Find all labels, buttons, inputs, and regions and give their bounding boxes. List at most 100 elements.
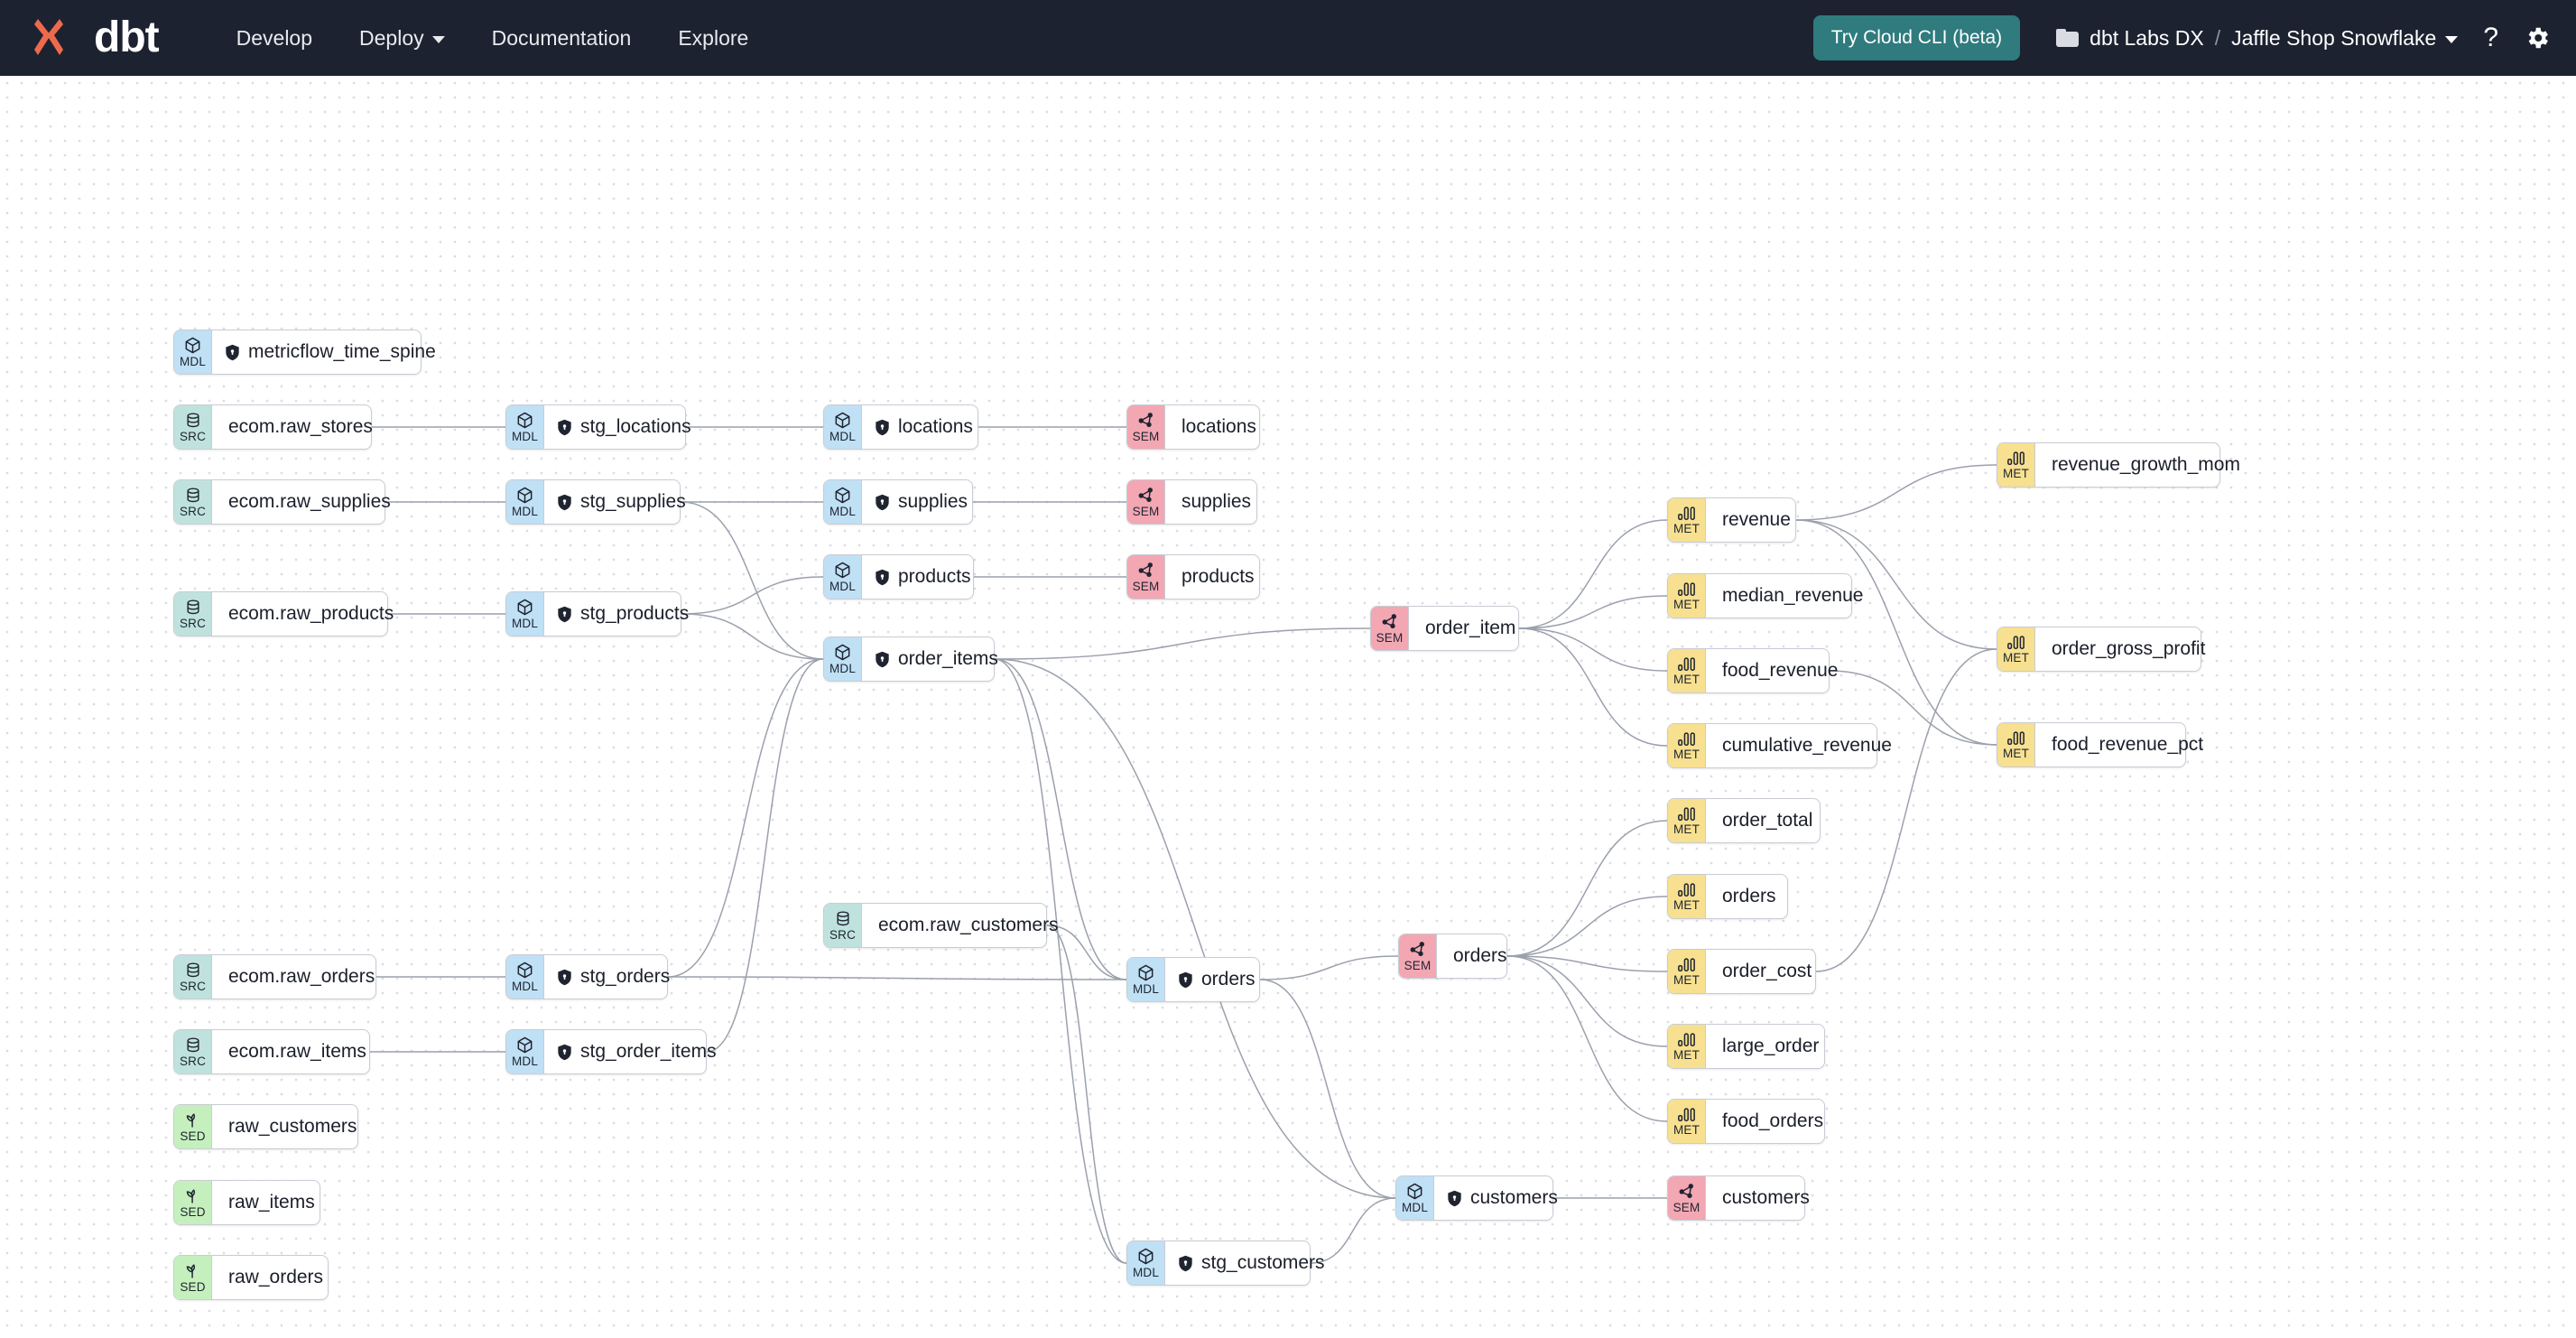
- graph-node-label: ecom.raw_supplies: [228, 491, 391, 512]
- top-navigation-bar: dbt Develop Deploy Documentation Explore…: [0, 0, 2576, 76]
- help-icon[interactable]: ?: [2483, 23, 2498, 52]
- graph-node-order_item_sem[interactable]: SEM order_item: [1370, 606, 1519, 651]
- graph-node-stg_products[interactable]: MDL stg_products: [505, 591, 689, 636]
- graph-node-food_revenue_pct[interactable]: MET food_revenue_pct: [1997, 722, 2203, 767]
- graph-edge: [680, 501, 824, 660]
- graph-edge: [1518, 627, 1668, 747]
- graph-node-label: orders: [1201, 969, 1256, 990]
- node-label-wrap: food_orders: [1706, 1100, 1839, 1143]
- node-type-label: SEM: [1404, 959, 1432, 973]
- graph-node-label: ecom.raw_orders: [228, 966, 375, 987]
- graph-node-label: stg_products: [580, 603, 690, 624]
- model-badge: MDL: [824, 637, 862, 681]
- node-label-wrap: stg_locations: [544, 405, 708, 449]
- model-badge: MDL: [506, 592, 544, 636]
- graph-node-label: ecom.raw_products: [228, 603, 394, 624]
- model-badge: MDL: [506, 480, 544, 524]
- model-badge: MDL: [1127, 1241, 1165, 1285]
- node-type-label: SRC: [179, 980, 207, 994]
- graph-node-label: ecom.raw_items: [228, 1041, 366, 1062]
- breadcrumb-account[interactable]: dbt Labs DX: [2090, 25, 2204, 50]
- model-badge: MDL: [174, 330, 212, 374]
- graph-edge: [1518, 519, 1668, 629]
- nav-link-develop[interactable]: Develop: [236, 26, 312, 51]
- graph-node-label: order_total: [1722, 810, 1813, 831]
- lineage-edges: [370, 426, 1997, 1264]
- node-label-wrap: raw_items: [212, 1181, 331, 1224]
- graph-node-label: order_cost: [1722, 961, 1812, 981]
- graph-node-label: cumulative_revenue: [1722, 735, 1892, 756]
- try-cloud-cli-button[interactable]: Try Cloud CLI (beta): [1812, 15, 2021, 60]
- nav-link-documentation[interactable]: Documentation: [492, 26, 632, 51]
- node-label-wrap: ecom.raw_items: [212, 1030, 383, 1073]
- graph-node-ecom.raw_orders[interactable]: SRC ecom.raw_orders: [173, 954, 376, 999]
- node-label-wrap: locations: [1165, 405, 1273, 449]
- nav-link-explore[interactable]: Explore: [678, 26, 748, 51]
- gear-icon[interactable]: [2524, 24, 2551, 51]
- node-type-label: SEM: [1132, 580, 1160, 594]
- graph-node-label: large_order: [1722, 1036, 1820, 1056]
- dbt-logo[interactable]: dbt: [32, 15, 160, 60]
- node-type-label: SED: [180, 1129, 206, 1144]
- node-type-label: MDL: [179, 355, 207, 369]
- node-type-label: SEM: [1132, 430, 1160, 444]
- node-label-wrap: customers: [1434, 1176, 1574, 1220]
- metric-badge: MET: [1997, 443, 2035, 487]
- graph-edge: [1518, 627, 1668, 672]
- graph-node-label: order_item: [1425, 618, 1516, 638]
- node-type-label: MDL: [1132, 1266, 1160, 1280]
- nav-deploy-label: Deploy: [359, 25, 424, 50]
- nav-link-deploy[interactable]: Deploy: [359, 26, 445, 51]
- node-type-label: MET: [2002, 747, 2030, 761]
- graph-edge: [1506, 955, 1668, 972]
- graph-node-label: supplies: [898, 491, 968, 512]
- breadcrumb-project-selector[interactable]: Jaffle Shop Snowflake: [2231, 26, 2459, 51]
- graph-edge: [706, 658, 824, 1053]
- node-type-label: MET: [1673, 673, 1700, 687]
- graph-edge: [994, 627, 1371, 660]
- graph-node-label: food_revenue_pct: [2052, 734, 2204, 755]
- node-type-label: SEM: [1376, 631, 1404, 646]
- node-label-wrap: supplies: [862, 480, 984, 524]
- node-type-label: MET: [2002, 651, 2030, 665]
- node-type-label: SRC: [179, 430, 207, 444]
- graph-edge: [1506, 955, 1668, 1122]
